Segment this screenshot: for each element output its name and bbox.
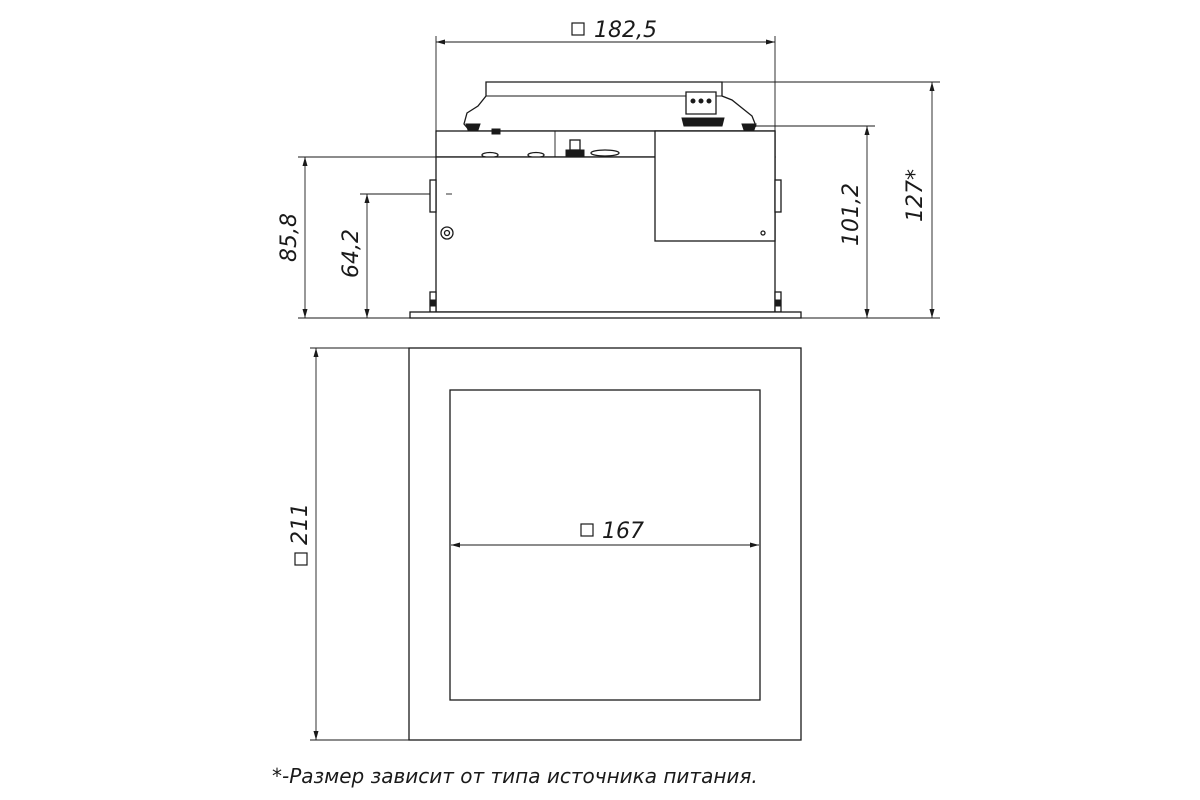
- dim-height-housing: 85,8: [277, 156, 436, 319]
- dim-height-housing-label: 85,8: [277, 213, 302, 262]
- side-view: 182,5 127* 101,2 85,8 64,2: [277, 18, 940, 319]
- dim-frame-outer: 211: [288, 347, 409, 741]
- footnote: *-Размер зависит от типа источника питан…: [272, 764, 758, 788]
- driver-box: [654, 130, 776, 242]
- dim-height-body-label: 101,2: [839, 183, 864, 246]
- dim-height-body: 101,2: [756, 125, 875, 318]
- top-view: 211 167: [288, 347, 802, 741]
- base-flange: [409, 311, 802, 319]
- dim-height-total-label: 127*: [903, 169, 928, 222]
- dim-frame-inner: 167: [451, 519, 759, 548]
- dim-height-mount-label: 64,2: [339, 229, 364, 278]
- dim-width-top-label: 182,5: [594, 18, 657, 43]
- dim-height-mount: 64,2: [339, 193, 452, 318]
- dim-height-total: 127*: [722, 81, 940, 319]
- dim-width-top: 182,5: [435, 18, 776, 131]
- dim-frame-outer-label: 211: [288, 503, 313, 545]
- dim-frame-inner-label: 167: [602, 519, 644, 544]
